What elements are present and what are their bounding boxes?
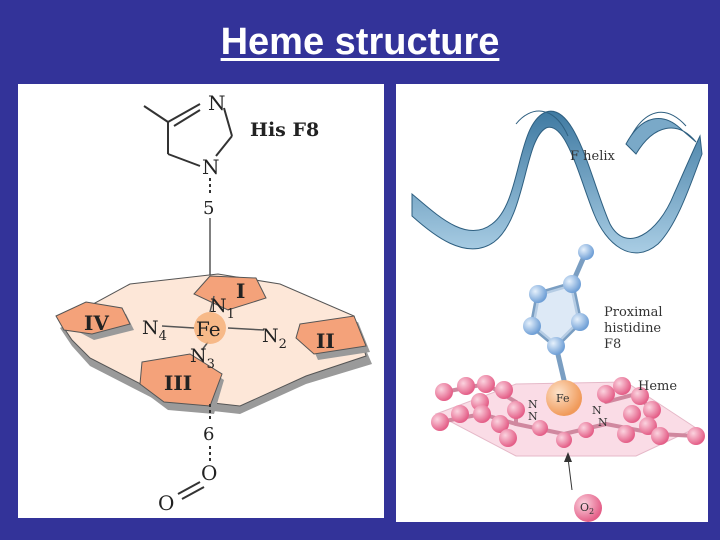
bond-6-label: 6 <box>203 424 214 445</box>
n1-label: N1 <box>210 295 235 322</box>
ring-IV-label: IV <box>84 311 109 335</box>
imidazole-ring <box>143 103 233 167</box>
f-helix-ribbon <box>411 110 703 254</box>
heme-n-right-bottom: N <box>598 416 608 429</box>
heme-schematic-panel: N N His F8 5 Fe N1 N2 <box>18 84 384 518</box>
n4-label: N4 <box>142 317 167 344</box>
heme-schematic-diagram: N N His F8 5 Fe N1 N2 <box>55 91 372 515</box>
heme-atoms <box>431 375 705 448</box>
bond-5-label: 5 <box>203 198 214 219</box>
o2-arrow-head <box>564 452 572 462</box>
ring-III-label: III <box>164 371 192 395</box>
n2-label: N2 <box>262 325 287 352</box>
heme-fe-label: Fe <box>556 392 570 405</box>
imidazole-n-bottom: N <box>202 155 220 179</box>
o2-molecule <box>574 494 602 522</box>
n3-label: N3 <box>190 345 215 372</box>
his-f8-label: His F8 <box>250 119 319 141</box>
heme-n-left-top: N <box>528 398 538 411</box>
heme-3d-panel: F helix Proximal histidine F8 <box>396 84 708 522</box>
fe-label: Fe <box>196 317 221 341</box>
pyrrole-ring-II <box>295 315 367 355</box>
oxygen-bottom: O <box>158 491 174 515</box>
oxygen-top: O <box>201 461 217 485</box>
f-helix-label: F helix <box>570 149 616 164</box>
slide-title: Heme structure <box>220 21 500 63</box>
o2-label: O2 <box>580 501 594 516</box>
heme-n-right-top: N <box>592 404 602 417</box>
heme-fe-atom <box>546 380 582 416</box>
proximal-label-3: F8 <box>604 337 621 352</box>
pyrrole-ring-IV <box>55 301 131 335</box>
o2-arrow-line <box>567 457 573 491</box>
heme-n-left-bottom: N <box>528 410 538 423</box>
heme-3d-diagram: F helix Proximal histidine F8 <box>411 110 705 522</box>
ring-II-label: II <box>316 329 335 353</box>
imidazole-n-top: N <box>208 91 226 115</box>
o2-double-bond <box>177 481 205 500</box>
heme-label: Heme <box>638 379 677 394</box>
fe-n-bonds <box>161 295 265 351</box>
ring-I-label: I <box>236 279 245 303</box>
fe-atom <box>194 312 226 344</box>
proximal-label-2: histidine <box>604 321 661 336</box>
proximal-label-1: Proximal <box>604 305 663 320</box>
histidine-atoms <box>523 244 594 355</box>
